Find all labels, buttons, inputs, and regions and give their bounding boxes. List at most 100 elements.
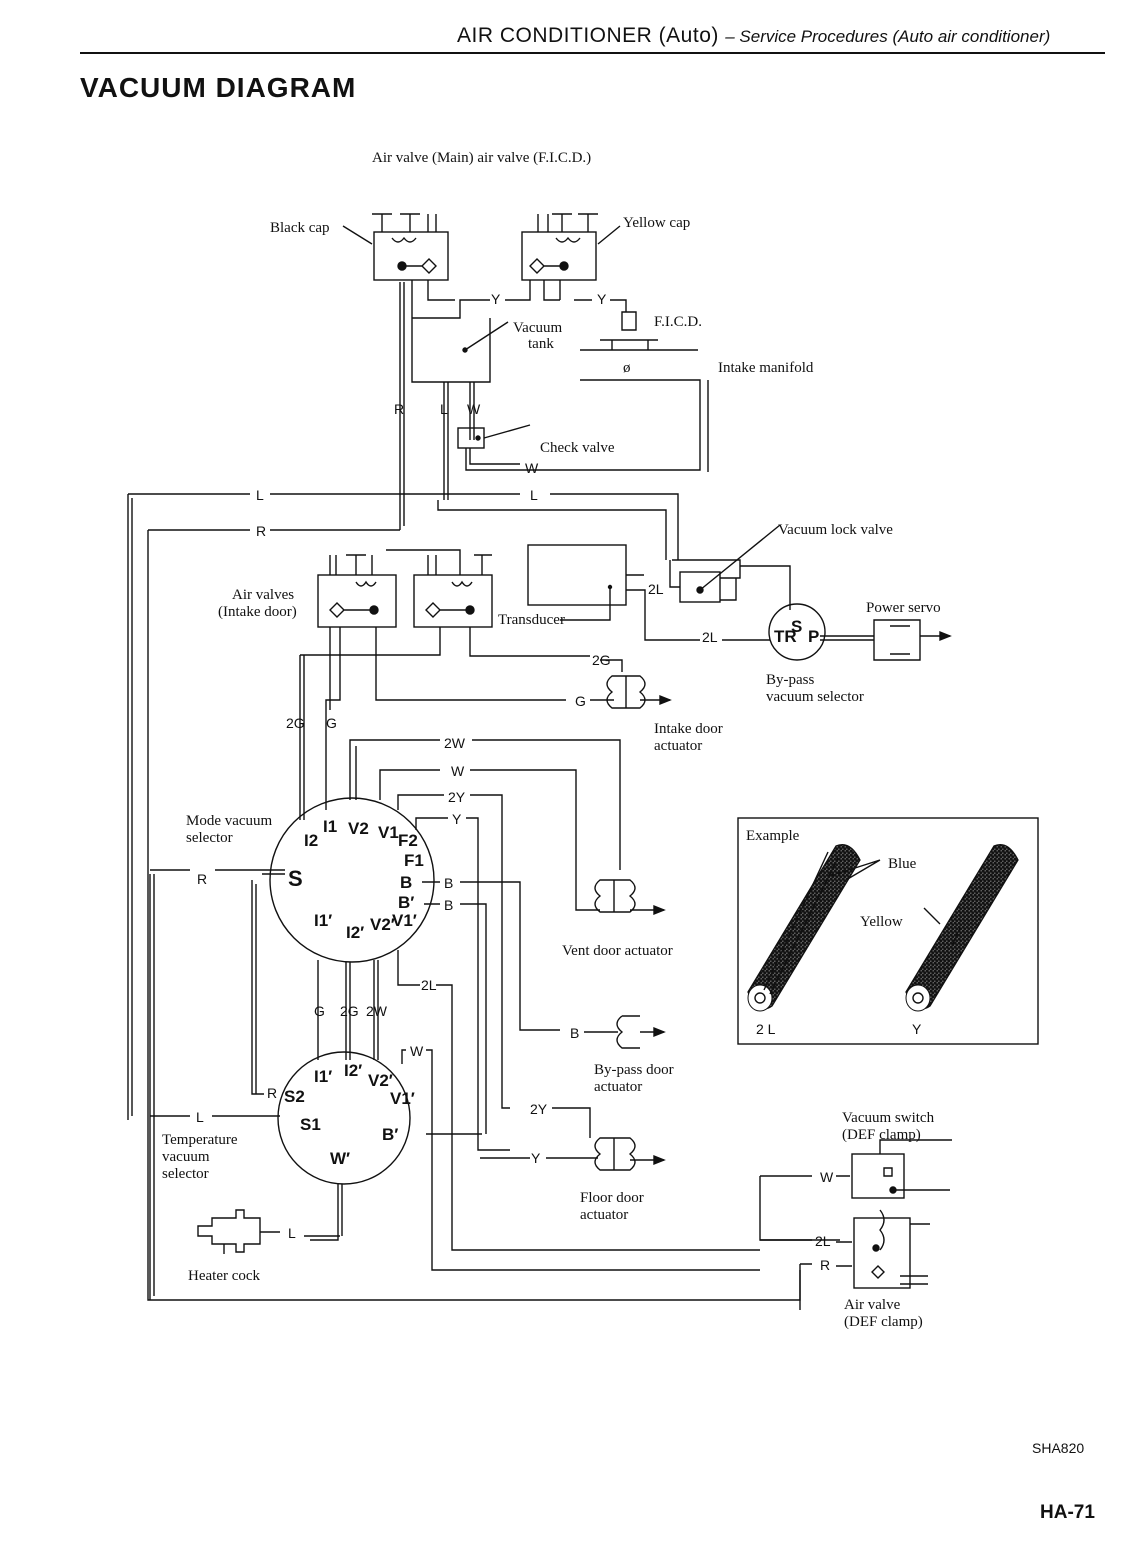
svg-text:Example: Example	[746, 828, 800, 844]
svg-text:Power servo: Power servo	[866, 600, 941, 616]
svg-text:R: R	[197, 871, 207, 887]
svg-text:Floor door: Floor door	[580, 1190, 644, 1206]
subsection-title: – Service Procedures (Auto air condition…	[725, 27, 1051, 46]
intake-door-air-valves: Air valves (Intake door)	[218, 549, 493, 628]
svg-text:G: G	[314, 1003, 325, 1019]
svg-text:B′: B′	[382, 1125, 398, 1144]
svg-text:B: B	[444, 875, 453, 891]
svg-text:I2: I2	[304, 831, 318, 850]
svg-text:I1′: I1′	[314, 911, 332, 930]
svg-text:ø: ø	[623, 360, 631, 376]
section-title: AIR CONDITIONER (Auto)	[457, 24, 719, 47]
check-valve: Check valve W	[457, 424, 615, 476]
svg-text:2L: 2L	[815, 1233, 831, 1249]
svg-text:Intake door: Intake door	[654, 721, 723, 737]
transducer: Transducer 2L 2L	[498, 544, 718, 645]
page-number: HA-71	[1040, 1502, 1095, 1523]
svg-text:selector: selector	[162, 1166, 209, 1182]
svg-text:B: B	[400, 873, 412, 892]
svg-text:L: L	[530, 487, 538, 503]
svg-text:Temperature: Temperature	[162, 1132, 238, 1148]
svg-text:2Y: 2Y	[530, 1101, 548, 1117]
air-valve-def: 2L R Air valve (DEF clamp)	[760, 1209, 930, 1330]
intake-manifold-label: Intake manifold	[718, 360, 814, 376]
svg-text:Vacuum: Vacuum	[513, 320, 562, 336]
vacuum-tank: Y Y Vacuum tank	[411, 280, 627, 383]
svg-text:W: W	[451, 763, 465, 779]
svg-text:(Intake door): (Intake door)	[218, 604, 297, 620]
svg-text:I1′: I1′	[314, 1067, 332, 1086]
temperature-vacuum-selector: I1′ I2′ V2′ V1′ S2 S1 B′ W′ Temperature …	[162, 1051, 415, 1185]
svg-text:B: B	[570, 1025, 579, 1041]
svg-text:2G: 2G	[286, 715, 305, 731]
svg-text:I2′: I2′	[346, 923, 364, 942]
svg-text:S2: S2	[284, 1087, 305, 1106]
svg-text:Yellow: Yellow	[860, 914, 903, 930]
floor-door-actuator: 2Y Y Floor door actuator	[480, 1101, 666, 1223]
svg-text:By-pass: By-pass	[766, 672, 814, 688]
section-header: AIR CONDITIONER (Auto) – Service Procedu…	[457, 24, 1050, 48]
diagram-caption: Air valve (Main) air valve (F.I.C.D.)	[372, 150, 592, 166]
svg-text:2L: 2L	[702, 629, 718, 645]
svg-text:actuator: actuator	[580, 1207, 628, 1223]
svg-text:Vacuum lock valve: Vacuum lock valve	[778, 522, 893, 538]
svg-text:L: L	[256, 487, 264, 503]
svg-text:S1: S1	[300, 1115, 321, 1134]
svg-text:L: L	[196, 1109, 204, 1125]
svg-text:vacuum: vacuum	[162, 1149, 210, 1165]
svg-text:2L: 2L	[648, 581, 664, 597]
svg-text:S: S	[288, 866, 303, 891]
mode-vacuum-selector: I1 V2 V1 F2 F1 I2 S B B′ I1′ I2′ V2′ V1′…	[186, 797, 435, 963]
svg-text:By-pass door: By-pass door	[594, 1062, 674, 1078]
svg-text:B: B	[444, 897, 453, 913]
svg-text:S: S	[791, 617, 802, 636]
svg-text:Vent door actuator: Vent door actuator	[562, 943, 673, 959]
svg-text:Y: Y	[452, 811, 462, 827]
figure-code: SHA820	[1032, 1440, 1085, 1456]
svg-text:L: L	[440, 401, 448, 417]
svg-text:F2: F2	[398, 831, 418, 850]
svg-text:TR: TR	[774, 627, 797, 646]
svg-text:Air valve: Air valve	[844, 1297, 901, 1313]
svg-text:V1′: V1′	[390, 1089, 415, 1108]
svg-text:(DEF clamp): (DEF clamp)	[844, 1314, 923, 1330]
svg-text:R: R	[267, 1085, 277, 1101]
svg-text:P: P	[808, 627, 819, 646]
svg-text:W: W	[467, 401, 481, 417]
svg-text:Mode vacuum: Mode vacuum	[186, 813, 273, 829]
hose-l-main	[127, 493, 679, 1120]
svg-text:(DEF clamp): (DEF clamp)	[842, 1127, 921, 1143]
svg-text:Heater cock: Heater cock	[188, 1268, 261, 1284]
svg-text:R: R	[256, 523, 266, 539]
svg-text:W: W	[820, 1169, 834, 1185]
svg-text:V2: V2	[348, 819, 369, 838]
svg-text:I1: I1	[323, 817, 337, 836]
svg-text:W: W	[525, 460, 539, 476]
hose-r-main	[147, 529, 801, 1301]
svg-text:tank: tank	[528, 336, 554, 352]
svg-text:F1: F1	[404, 851, 424, 870]
svg-text:W′: W′	[330, 1149, 350, 1168]
svg-text:2G: 2G	[340, 1003, 359, 1019]
svg-text:Y: Y	[597, 291, 607, 307]
svg-text:Vacuum switch: Vacuum switch	[842, 1110, 935, 1126]
svg-text:Y: Y	[491, 291, 501, 307]
heater-cock: L Heater cock	[188, 1209, 340, 1284]
bypass-door-actuator: B By-pass door actuator	[570, 1015, 674, 1095]
svg-text:R: R	[820, 1257, 830, 1273]
svg-text:actuator: actuator	[654, 738, 702, 754]
svg-text:B′: B′	[398, 893, 414, 912]
black-cap-label: Black cap	[270, 220, 330, 236]
svg-text:Transducer: Transducer	[498, 612, 565, 628]
svg-text:R: R	[394, 401, 404, 417]
page-title: VACUUM DIAGRAM	[80, 72, 357, 103]
svg-text:G: G	[326, 715, 337, 731]
example-box: Example Blue Yellow 2 L Y	[737, 817, 1039, 1045]
vent-door-actuator: Vent door actuator	[562, 879, 673, 959]
svg-text:V1′: V1′	[392, 911, 417, 930]
vacuum-switch-def: W Vacuum switch (DEF clamp)	[759, 1110, 952, 1241]
power-servo: Power servo	[866, 600, 952, 661]
svg-text:Y: Y	[531, 1150, 541, 1166]
main-air-valve	[372, 213, 449, 281]
